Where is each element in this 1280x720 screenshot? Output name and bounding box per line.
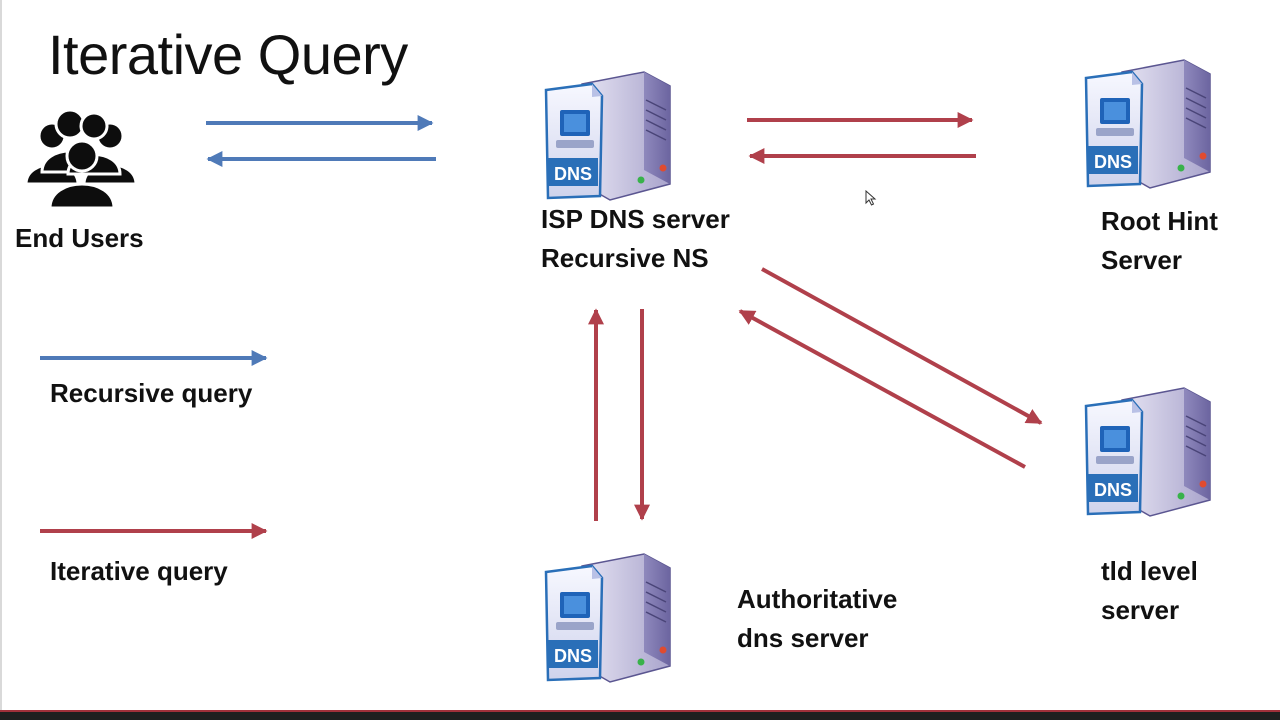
tld-server-icon: DNS bbox=[1080, 382, 1216, 520]
authoritative-label-line2: dns server bbox=[737, 623, 869, 653]
tld-label: tld level server bbox=[1101, 552, 1198, 630]
slide-title: Iterative Query bbox=[48, 23, 408, 86]
isp-dns-label-line2: Recursive NS bbox=[541, 243, 709, 273]
legend-iterative-label: Iterative query bbox=[50, 556, 228, 586]
arrow-isp-to-tld bbox=[761, 267, 1043, 425]
slide-left-border bbox=[0, 0, 2, 712]
root-hint-label-line1: Root Hint bbox=[1101, 206, 1218, 236]
svg-text:DNS: DNS bbox=[554, 646, 592, 666]
authoritative-label: Authoritative dns server bbox=[737, 580, 897, 658]
isp-dns-label-line1: ISP DNS server bbox=[541, 204, 730, 234]
bottom-accent-line bbox=[0, 710, 1280, 712]
svg-text:DNS: DNS bbox=[1094, 480, 1132, 500]
svg-text:DNS: DNS bbox=[554, 164, 592, 184]
authoritative-label-line1: Authoritative bbox=[737, 584, 898, 614]
root-hint-label-line2: Server bbox=[1101, 245, 1182, 275]
root-hint-label: Root Hint Server bbox=[1101, 202, 1218, 280]
svg-text:DNS: DNS bbox=[1094, 152, 1132, 172]
tld-label-line1: tld level bbox=[1101, 556, 1198, 586]
end-users-label: End Users bbox=[15, 223, 144, 253]
users-group-icon bbox=[24, 108, 138, 210]
isp-dns-server-icon: DNS bbox=[540, 66, 676, 204]
authoritative-server-icon: DNS bbox=[540, 548, 676, 686]
root-hint-server-icon: DNS bbox=[1080, 54, 1216, 192]
legend-recursive-label: Recursive query bbox=[50, 378, 253, 408]
bottom-bar bbox=[0, 712, 1280, 720]
mouse-cursor-icon bbox=[865, 190, 877, 206]
tld-label-line2: server bbox=[1101, 595, 1180, 625]
isp-dns-label: ISP DNS server Recursive NS bbox=[541, 200, 730, 278]
arrow-tld-to-isp bbox=[738, 309, 1026, 469]
